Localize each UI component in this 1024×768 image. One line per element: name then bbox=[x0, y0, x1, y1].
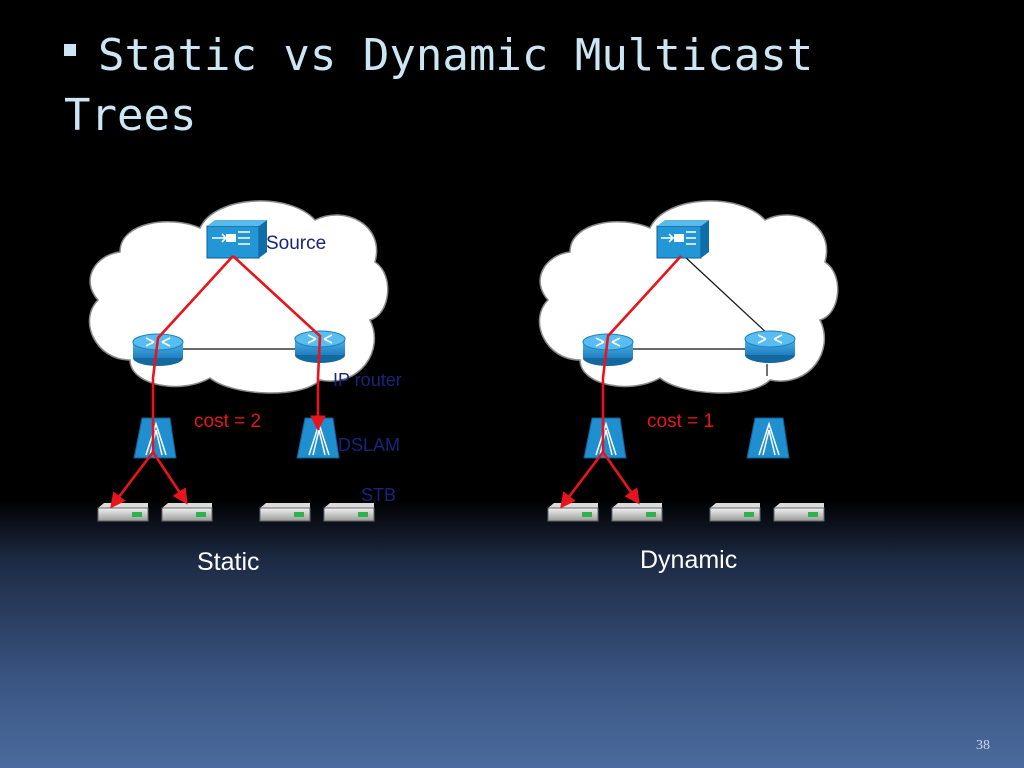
title-line-1: Static vs Dynamic Multicast bbox=[98, 30, 814, 81]
stb-2-dynamic bbox=[611, 503, 663, 522]
static-caption: Static bbox=[197, 548, 260, 576]
multicast-path-static bbox=[110, 255, 326, 509]
dslam-left-static bbox=[133, 417, 177, 459]
source-link-dynamic bbox=[683, 255, 771, 337]
source-server-dynamic bbox=[656, 220, 709, 259]
source-server-static bbox=[206, 220, 267, 259]
stb-1-dynamic bbox=[547, 503, 599, 522]
multicast-path-dynamic bbox=[560, 255, 682, 509]
static-cost-label: cost = 2 bbox=[194, 411, 261, 432]
dslam-label: DSLAM bbox=[338, 435, 400, 455]
stb-4-static bbox=[323, 503, 375, 522]
stb-row-dynamic bbox=[547, 503, 825, 522]
dynamic-cost-label: cost = 1 bbox=[647, 411, 714, 432]
stb-1-static bbox=[97, 503, 149, 522]
page-number: 38 bbox=[976, 738, 990, 753]
static-network: Source IP router DSLAM STB cost = 2 Stat… bbox=[88, 200, 402, 576]
stb-4-dynamic bbox=[773, 503, 825, 522]
stb-3-dynamic bbox=[709, 503, 761, 522]
source-label: Source bbox=[266, 233, 326, 254]
stb-3-static bbox=[259, 503, 311, 522]
router-left-dynamic bbox=[582, 333, 634, 366]
dslam-right-dynamic bbox=[746, 417, 790, 459]
slide-title: Static vs Dynamic Multicast Trees bbox=[64, 26, 964, 146]
router-right-dynamic bbox=[744, 330, 796, 363]
stb-row-static bbox=[97, 503, 375, 522]
stb-label: STB bbox=[361, 485, 396, 505]
dynamic-caption: Dynamic bbox=[640, 546, 737, 574]
dslam-left-dynamic bbox=[583, 417, 627, 459]
stb-2-static bbox=[161, 503, 213, 522]
title-line-2: Trees bbox=[64, 90, 197, 141]
ip-router-label: IP router bbox=[333, 370, 402, 390]
dynamic-network: cost = 1 Dynamic bbox=[538, 200, 839, 574]
bullet-icon bbox=[64, 44, 76, 56]
router-left-static bbox=[132, 333, 184, 366]
